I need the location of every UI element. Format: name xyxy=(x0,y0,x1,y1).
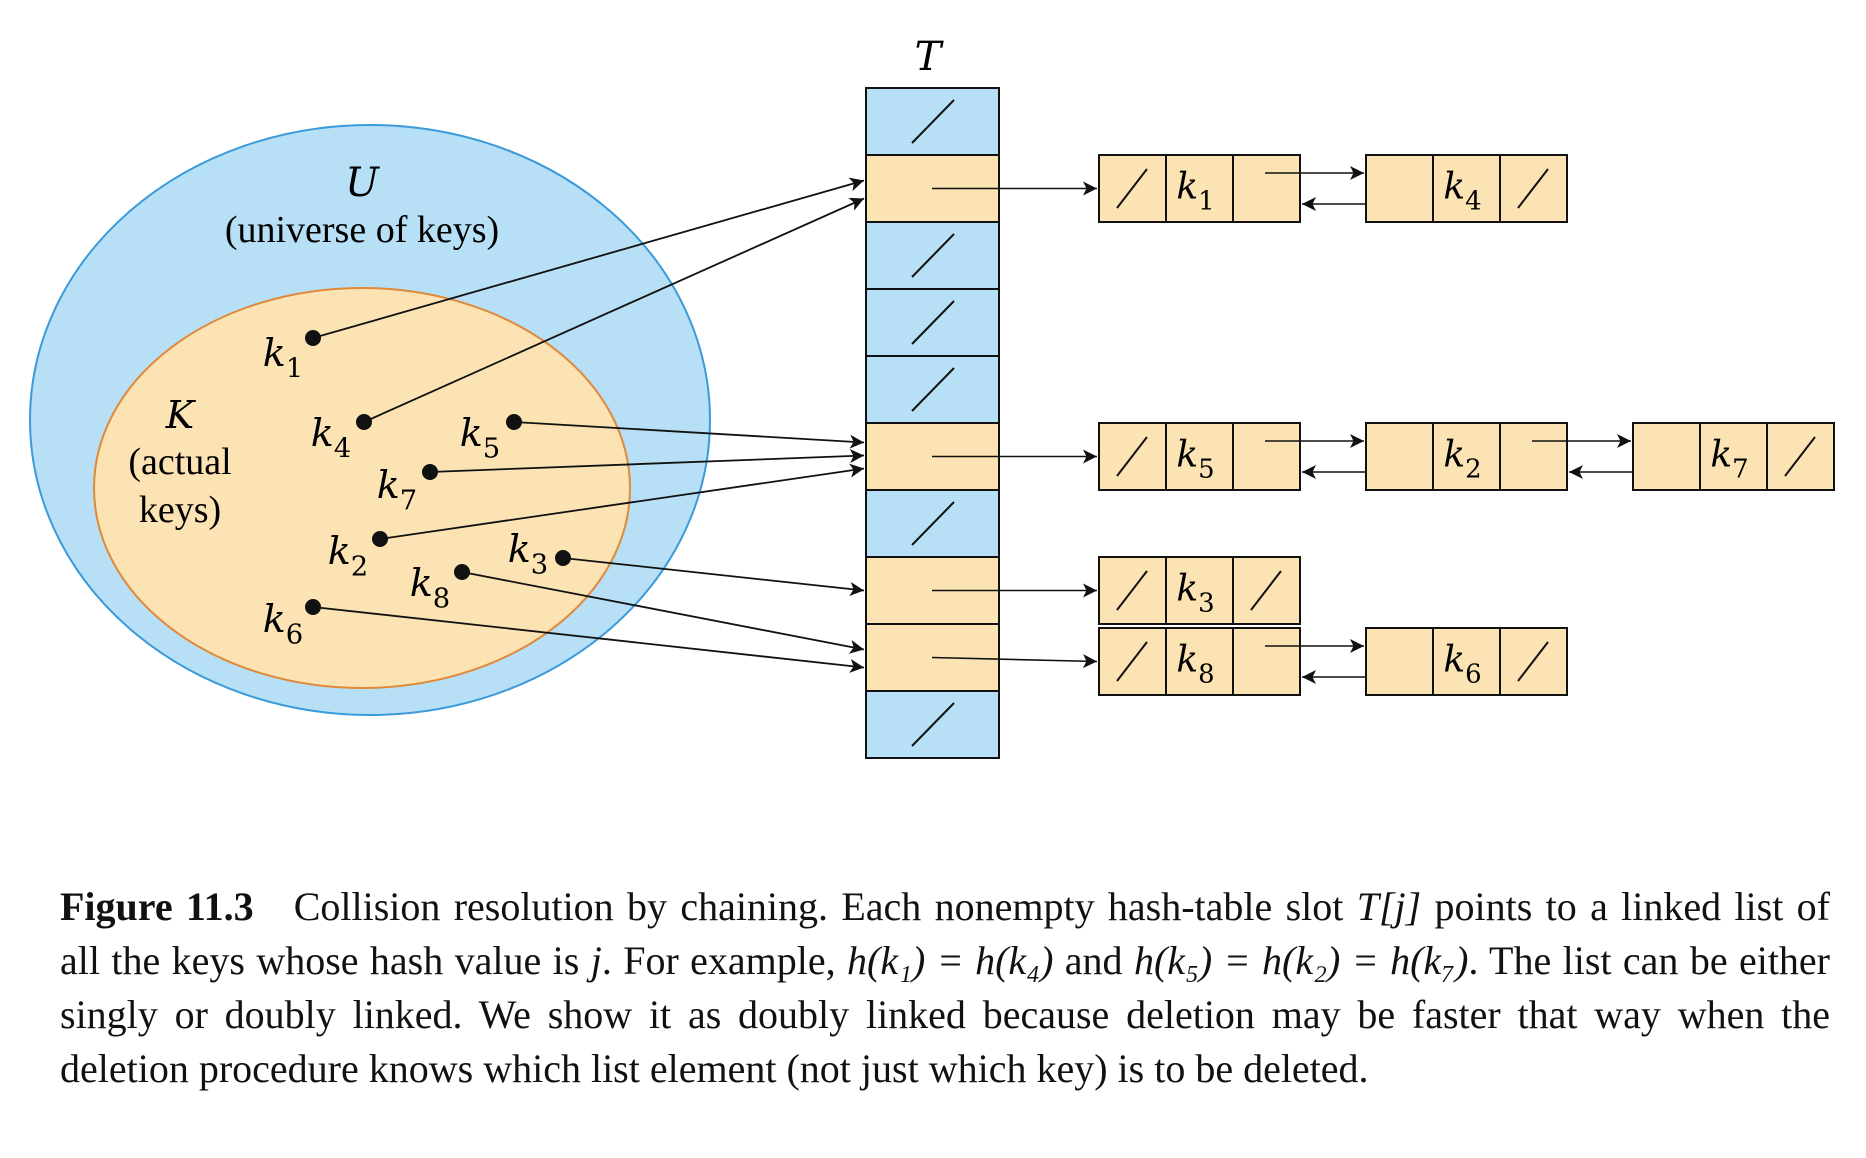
key-dot xyxy=(305,599,321,615)
nil-next-slash xyxy=(1250,570,1282,611)
caption-label: Figure 11.3 xyxy=(60,884,254,929)
nil-slash xyxy=(911,702,955,747)
table-label: T xyxy=(915,34,945,80)
list-node-key: k1 xyxy=(1176,167,1214,217)
hash-table xyxy=(865,87,1000,759)
list-node-key: k4 xyxy=(1443,167,1481,217)
key-dot xyxy=(555,550,571,566)
slot-pointer-arrow xyxy=(931,654,1098,669)
key-dot xyxy=(422,464,438,480)
list-node xyxy=(1365,627,1568,696)
nil-slash xyxy=(911,501,955,546)
key-dot xyxy=(454,564,470,580)
universe-desc: (universe of keys) xyxy=(225,209,499,251)
nil-prev-slash xyxy=(1116,436,1148,477)
key-label: k5 xyxy=(460,411,500,464)
nil-prev-slash xyxy=(1116,641,1148,682)
caption-text-5: . The list can be either singly or doubl… xyxy=(60,938,1831,1091)
nil-slash xyxy=(911,300,955,345)
caption-text-1: Collision resolution by chaining. Each n… xyxy=(293,884,1357,929)
hash-arrow xyxy=(513,421,865,449)
caption-text-3: . For example, xyxy=(601,938,848,983)
hash-chaining-diagram: U (universe of keys) K (actual keys) T k… xyxy=(29,34,1835,759)
key-label: k4 xyxy=(311,411,351,464)
hash-arrows xyxy=(312,177,865,673)
key-label: k3 xyxy=(508,527,548,580)
caption-text-2: points to a linked list of all the keys … xyxy=(60,884,1830,983)
nil-slash xyxy=(911,233,955,278)
actual-keys-label: K xyxy=(165,393,197,437)
actual-keys-desc-1: (actual xyxy=(128,441,231,483)
actual-keys-desc-2: keys) xyxy=(139,489,221,531)
caption-eq-1: h(k₁) = h(k₄) xyxy=(847,938,1054,983)
nil-slash xyxy=(911,367,955,412)
hash-arrow xyxy=(363,197,865,423)
key-label: k8 xyxy=(410,561,450,614)
list-node-key: k8 xyxy=(1176,640,1214,690)
hash-arrow xyxy=(312,606,865,673)
list-node-key: k3 xyxy=(1176,569,1214,619)
hash-arrow xyxy=(379,463,865,540)
list-node xyxy=(1365,422,1568,491)
caption-eq-2: h(k₅) = h(k₂) = h(k₇) xyxy=(1133,938,1469,983)
nil-slash xyxy=(911,99,955,144)
universe-label: U xyxy=(345,160,380,206)
key-label: k7 xyxy=(377,463,417,516)
nil-prev-slash xyxy=(1116,570,1148,611)
nil-next-slash xyxy=(1517,641,1549,682)
key-label: k1 xyxy=(263,331,303,384)
list-node-key: k5 xyxy=(1176,435,1214,485)
hash-arrow xyxy=(562,557,865,596)
hash-arrow xyxy=(461,571,865,654)
caption-j: j xyxy=(590,938,602,983)
table-slot-empty xyxy=(865,221,1000,290)
figure-caption: Figure 11.3 Collision resolution by chain… xyxy=(60,880,1830,1096)
nil-next-slash xyxy=(1784,436,1816,477)
caption-text-4: and xyxy=(1053,938,1134,983)
key-label: k6 xyxy=(263,597,303,650)
key-dot xyxy=(356,414,372,430)
list-node-key: k2 xyxy=(1443,435,1481,485)
nil-next-slash xyxy=(1517,168,1549,209)
key-label: k2 xyxy=(328,529,368,582)
nil-prev-slash xyxy=(1116,168,1148,209)
key-dot xyxy=(372,531,388,547)
list-node-key: k7 xyxy=(1710,435,1748,485)
actual-keys-set xyxy=(93,287,631,689)
hash-arrow xyxy=(312,177,865,339)
chains: k1 k4 k5 k2 k7 k3 k8 k6 xyxy=(931,154,1835,696)
key-dot xyxy=(305,330,321,346)
hash-arrow xyxy=(429,449,865,473)
list-node-key: k6 xyxy=(1443,640,1481,690)
key-dot xyxy=(506,414,522,430)
caption-slot-expr: T[j] xyxy=(1356,884,1422,929)
